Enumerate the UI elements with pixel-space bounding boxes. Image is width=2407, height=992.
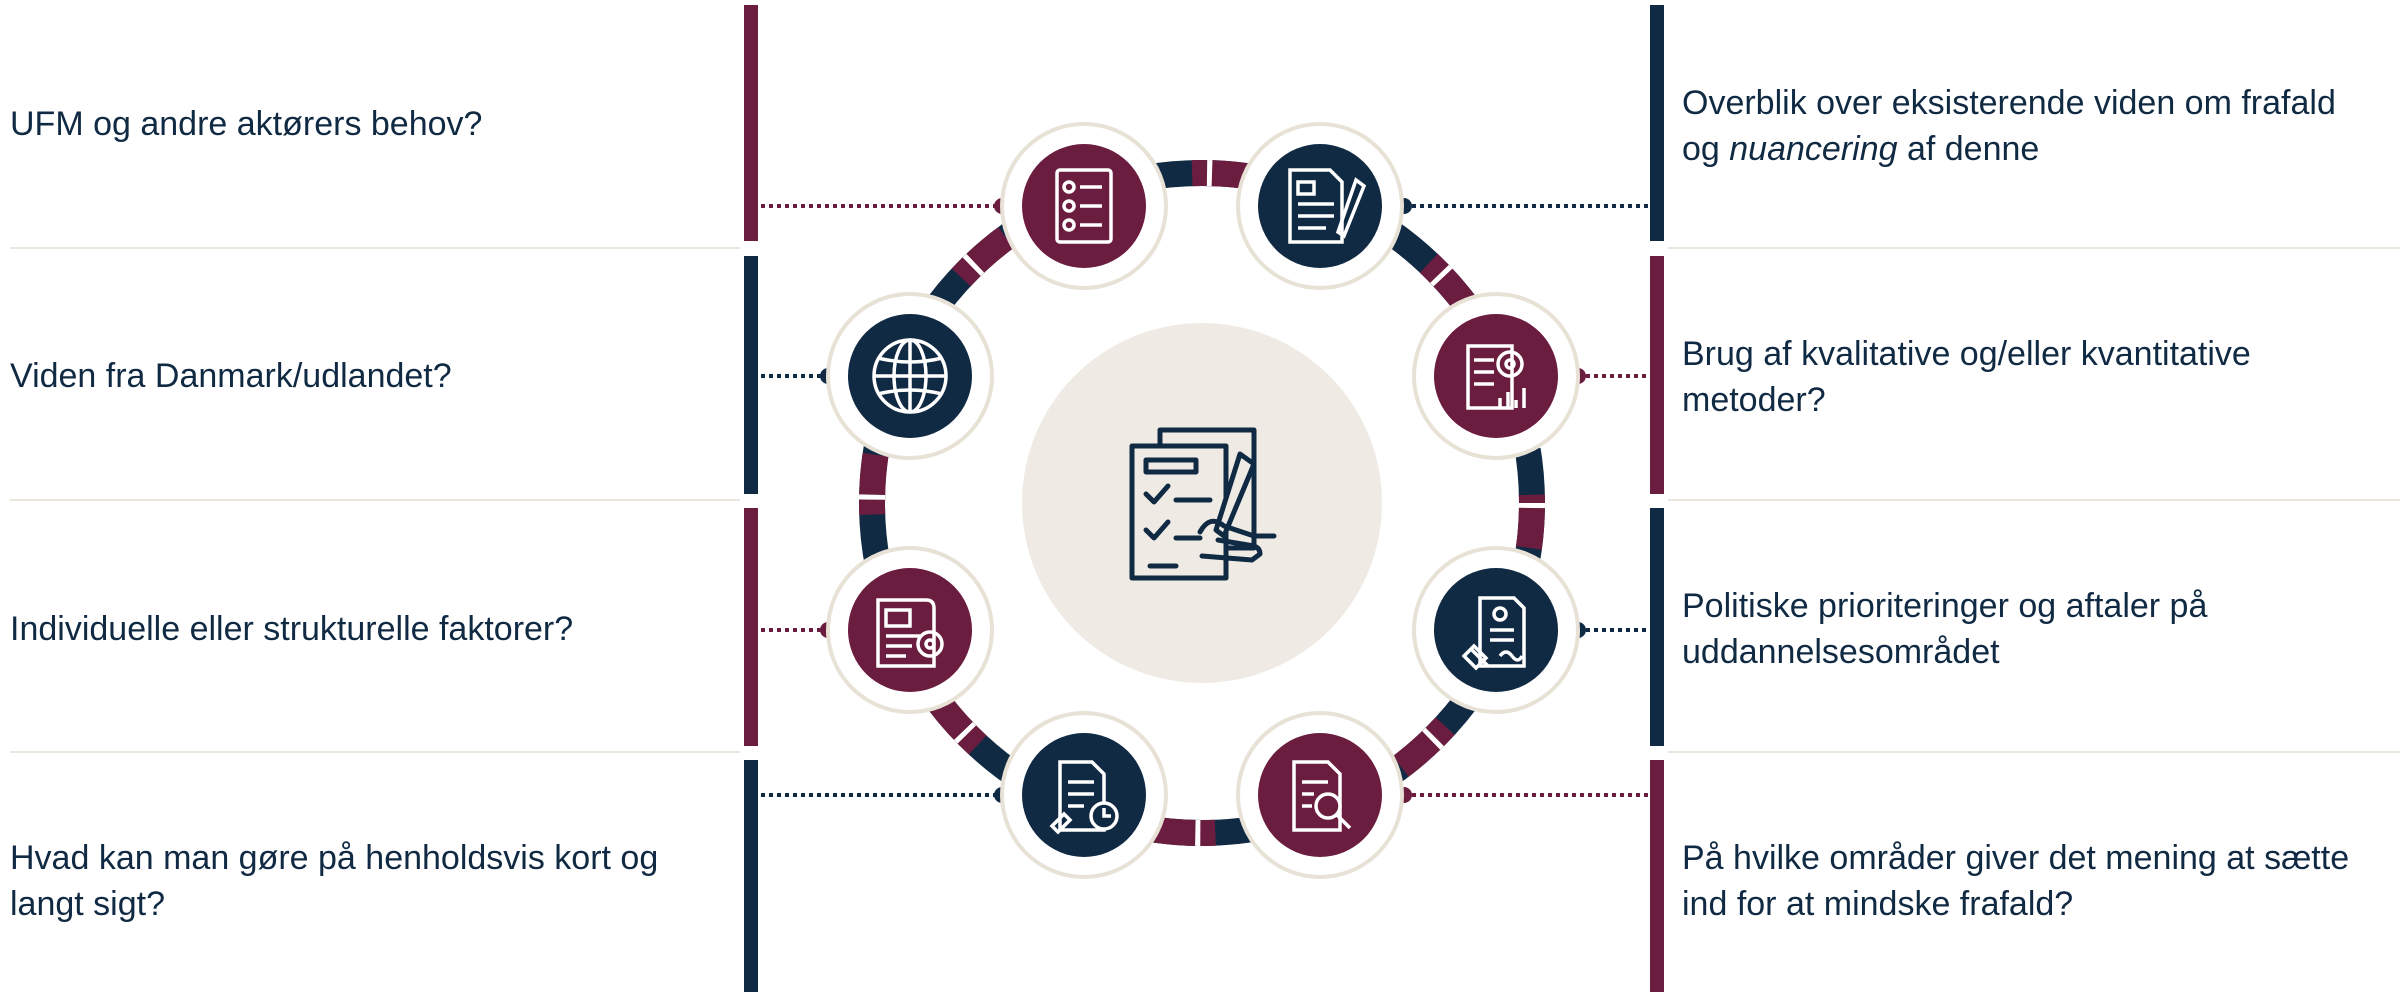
node-document-clock (761, 711, 1168, 879)
right-item-1-text-b: af denne (1897, 130, 2040, 168)
report-chart-gear-icon (876, 598, 944, 668)
left-bar-1 (744, 5, 758, 241)
right-item-1: Overblik over eksisterende viden om fraf… (1682, 80, 2382, 172)
right-bar-4 (1650, 760, 1664, 992)
left-bar-2 (744, 256, 758, 494)
node-contract-stamp (1412, 546, 1650, 714)
left-question-3: Individuelle eller strukturelle faktorer… (10, 610, 574, 648)
node-report-gear (1412, 292, 1650, 460)
right-bar-2 (1650, 256, 1664, 494)
checklist-icon (1055, 168, 1113, 244)
right-bars (1650, 5, 1664, 992)
left-bar-3 (744, 508, 758, 746)
left-question-1: UFM og andre aktørers behov? (10, 105, 483, 143)
right-item-3: Politiske prioriteringer og aftaler på u… (1682, 587, 2208, 671)
globe-icon (872, 338, 948, 414)
contract-stamp-icon (1461, 596, 1526, 671)
segmented-ring (859, 160, 1545, 846)
left-bar-4 (744, 760, 758, 992)
node-document-pen (1236, 122, 1650, 290)
left-bars (744, 5, 758, 992)
report-gear-icon (1466, 344, 1526, 410)
right-bar-1 (1650, 5, 1664, 241)
center-checklist-icon (1129, 427, 1277, 581)
document-pen-icon (1288, 168, 1367, 244)
node-document-search (1236, 711, 1650, 879)
left-question-2: Viden fra Danmark/udlandet? (10, 357, 452, 395)
row-dividers (10, 247, 2400, 753)
node-report-chart-gear (761, 546, 994, 714)
right-item-2: Brug af kvalitative og/eller kvantitativ… (1682, 335, 2251, 419)
document-clock-icon (1049, 760, 1119, 835)
left-question-4: Hvad kan man gøre på henholdsvis kort og… (10, 839, 659, 923)
right-item-1-text-a: Overblik over eksisterende viden om fraf… (1682, 84, 2336, 168)
right-bar-3 (1650, 508, 1664, 746)
document-search-icon (1292, 760, 1352, 832)
right-item-1-emphasis: nuancering (1729, 130, 1898, 168)
node-globe (761, 292, 994, 460)
right-item-4: På hvilke områder giver det mening at sæ… (1682, 839, 2350, 923)
node-checklist (761, 122, 1168, 290)
